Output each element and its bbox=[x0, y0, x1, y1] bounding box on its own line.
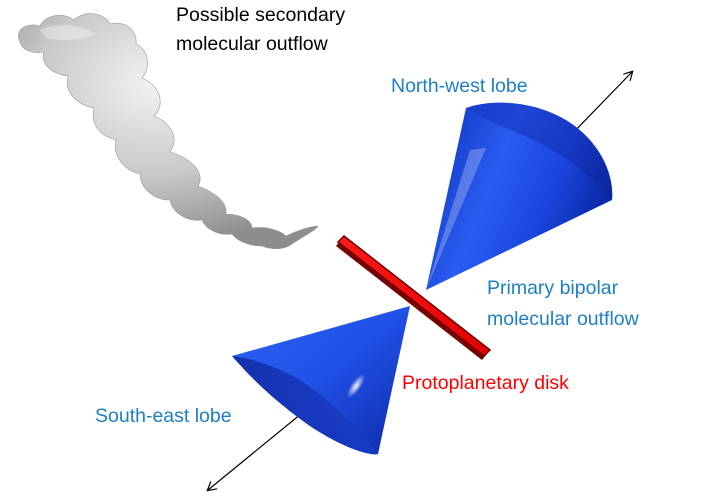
protoplanetary-disk-label: Protoplanetary disk bbox=[402, 372, 569, 394]
north-west-lobe-label: North-west lobe bbox=[391, 75, 528, 97]
secondary-outflow-label-line2: molecular outflow bbox=[176, 33, 328, 55]
south-east-lobe-label: South-east lobe bbox=[95, 405, 232, 427]
primary-outflow-label-line1: Primary bipolar bbox=[487, 277, 619, 299]
secondary-outflow-label-line1: Possible secondary bbox=[176, 4, 346, 26]
primary-outflow-label-line2: molecular outflow bbox=[487, 308, 639, 330]
south-east-lobe-cone bbox=[232, 306, 410, 455]
secondary-outflow-cloud bbox=[18, 13, 319, 250]
north-west-lobe-cone bbox=[426, 102, 613, 290]
protoplanetary-disk bbox=[336, 235, 492, 360]
